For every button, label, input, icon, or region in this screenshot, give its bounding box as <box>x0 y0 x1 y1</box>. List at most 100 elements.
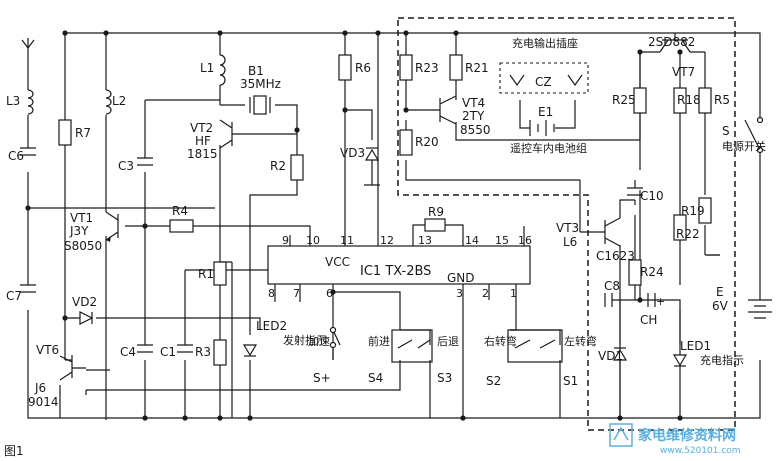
label-vt4: VT4 <box>462 96 485 110</box>
watermark-url: www.520101.com <box>660 446 741 456</box>
ic-name-label: IC1 TX-2BS <box>360 264 431 279</box>
transistors <box>59 33 691 381</box>
switches <box>329 116 764 363</box>
label-c8: C8 <box>604 279 620 293</box>
switch-s <box>744 119 761 151</box>
label-r2: R2 <box>270 159 286 173</box>
resistor-r23 <box>399 54 413 81</box>
junctions <box>25 30 683 421</box>
label-r25: R25 <box>612 93 636 107</box>
label-vt6-code: J6 <box>34 381 46 395</box>
inductor-l1 <box>219 54 226 86</box>
label-s2-desc: 右转弯 <box>484 334 517 348</box>
ic-vcc-label: VCC <box>325 255 350 269</box>
label-r1: R1 <box>198 267 214 281</box>
label-r23: R23 <box>415 61 439 75</box>
label-r5: R5 <box>714 93 730 107</box>
diode-vd2 <box>79 311 94 325</box>
label-led1-desc: 充电指示 <box>700 353 744 367</box>
label-s-desc: 电源开关 <box>722 139 766 153</box>
label-l3: L3 <box>6 94 20 108</box>
switch-s4-s3 <box>391 329 433 363</box>
label-vd1: VD1 <box>598 349 623 363</box>
resistor-r4 <box>169 219 194 233</box>
label-vt7: VT7 <box>672 65 695 79</box>
resistor-r1 <box>213 261 227 286</box>
label-r3: R3 <box>195 345 211 359</box>
transistor-vt1 <box>105 211 119 241</box>
ic-pin-7: 7 <box>293 287 300 300</box>
label-r22: R22 <box>676 227 700 241</box>
ic-pin-9: 9 <box>282 234 289 247</box>
label-c1: C1 <box>160 345 176 359</box>
label-cz: CZ <box>535 75 552 89</box>
label-vt1-code: J3Y <box>69 224 89 238</box>
label-r21: R21 <box>465 61 489 75</box>
ic-pin-14: 14 <box>465 234 479 247</box>
label-battery-v: 6V <box>712 299 729 313</box>
resistor-r7 <box>58 119 72 146</box>
resistor-r22 <box>673 214 687 241</box>
resistor-r19 <box>698 197 712 224</box>
labels: R7 L3 L2 L1 B1 35MHz R6 VD3 C6 C3 VT2 HF… <box>4 35 766 458</box>
label-vt6: VT6 <box>36 343 59 357</box>
resistor-r18 <box>673 87 687 114</box>
label-led1: LED1 <box>680 339 711 353</box>
diode-vd1 <box>612 348 628 361</box>
label-b1-freq: 35MHz <box>240 77 281 91</box>
ic-pin-16: 16 <box>518 234 532 247</box>
ic-pin-8: 8 <box>268 287 275 300</box>
label-b1: B1 <box>248 64 264 78</box>
label-splus-desc: 加速 <box>308 335 330 348</box>
diodes <box>79 147 688 367</box>
label-r6: R6 <box>355 61 371 75</box>
label-s4-desc: 前进 <box>368 334 390 348</box>
ic-pin-12: 12 <box>380 234 394 247</box>
label-vt3-code: L6 <box>563 235 577 249</box>
switch-s2-s1 <box>507 329 563 363</box>
transistor-vt2 <box>219 119 233 149</box>
capacitors <box>20 147 656 353</box>
label-s1-desc: 左转弯 <box>564 334 597 348</box>
label-s3: S3 <box>437 371 452 385</box>
ic-pin-6: 6 <box>326 287 333 300</box>
transistor-vt6 <box>59 355 86 381</box>
label-r18: R18 <box>677 93 701 107</box>
label-vt4-type: 8550 <box>460 123 491 137</box>
socket-box <box>499 62 589 94</box>
label-s3-desc: 后退 <box>437 335 459 348</box>
ic-pin-3: 3 <box>456 287 463 300</box>
resistor-r24 <box>628 259 642 286</box>
label-ch-plus: + <box>656 295 665 308</box>
label-battery-e: E <box>716 285 724 299</box>
inductor-l2 <box>105 89 112 115</box>
crystal-b1 <box>249 95 271 115</box>
grounds <box>364 184 720 256</box>
resistor-r25 <box>633 87 647 114</box>
label-r9: R9 <box>428 205 444 219</box>
label-vt7-type: 2SD882 <box>648 35 695 49</box>
resistor-r2 <box>290 154 304 181</box>
label-r4: R4 <box>172 204 188 218</box>
ic-pin-13: 13 <box>418 234 432 247</box>
label-l2: L2 <box>112 94 126 108</box>
resistor-r6 <box>338 54 352 81</box>
ic-pin-1: 1 <box>510 287 517 300</box>
inductor-l3 <box>27 89 34 115</box>
transistor-vt3 <box>604 217 621 247</box>
label-c10: C10 <box>640 189 664 203</box>
label-car-battery: 遥控车内电池组 <box>510 141 587 155</box>
label-splus: S+ <box>313 371 331 385</box>
label-c3: C3 <box>118 159 134 173</box>
ic-pin-10: 10 <box>306 234 320 247</box>
label-c7: C7 <box>6 289 22 303</box>
label-vt2-type: 1815 <box>187 147 218 161</box>
ic-pin-11: 11 <box>340 234 354 247</box>
label-vt6-type: 9014 <box>28 395 59 409</box>
resistor-r9 <box>424 218 446 232</box>
label-charge-socket: 充电输出插座 <box>512 36 578 50</box>
label-s1: S1 <box>563 374 578 388</box>
label-vt3-type: C1623 <box>596 249 635 263</box>
resistor-r3 <box>213 339 227 366</box>
figure-caption: 图1 <box>4 444 24 458</box>
